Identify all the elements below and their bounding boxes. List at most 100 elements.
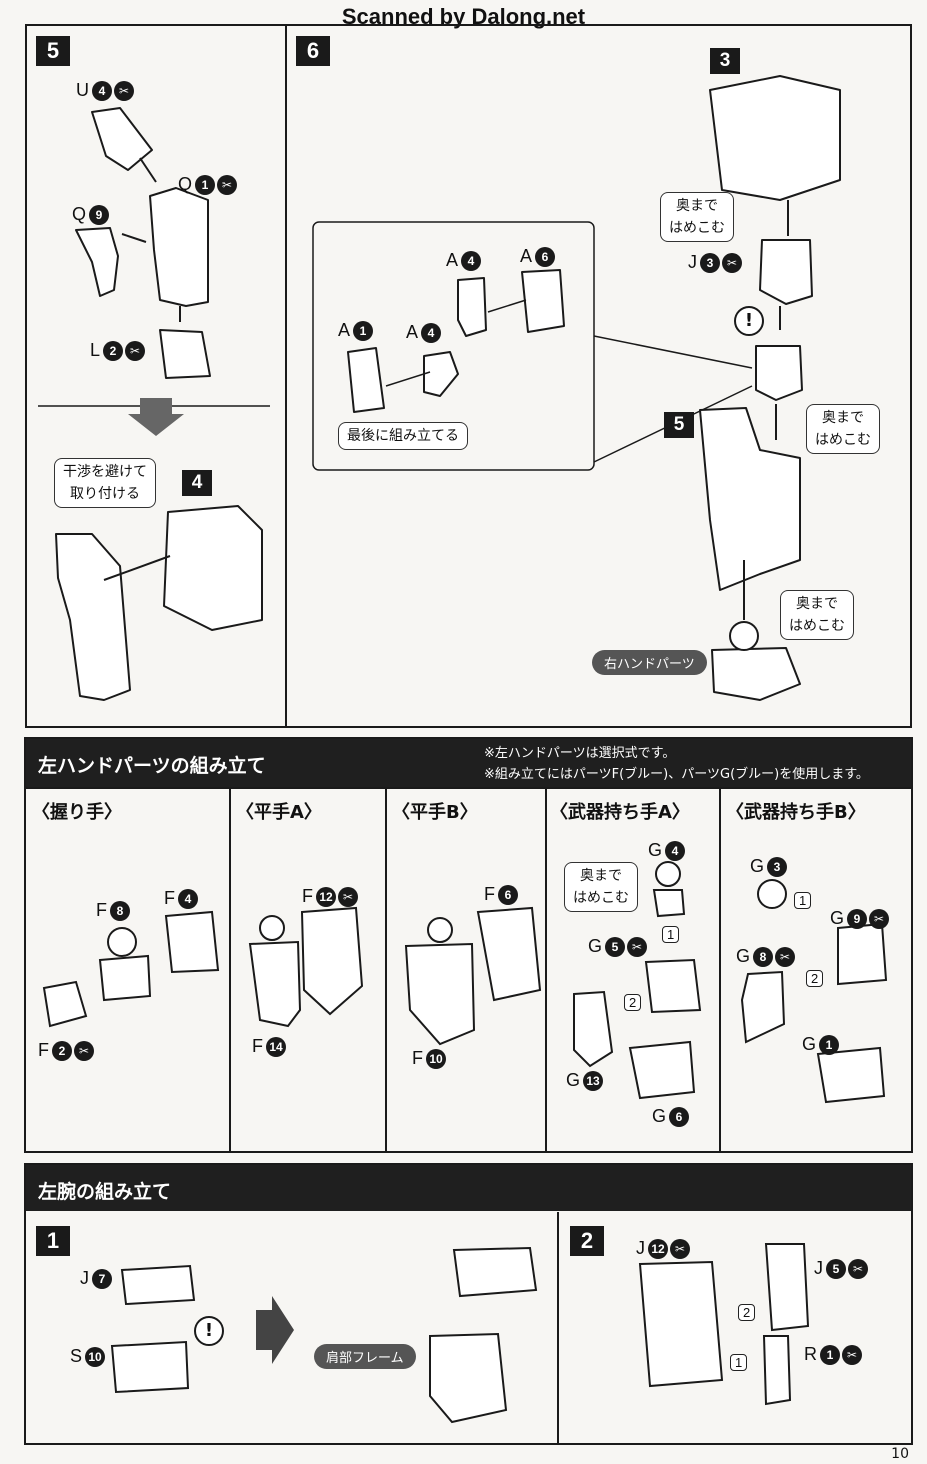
part-number-badge: 8 — [110, 901, 130, 922]
ref-step3: 3 — [710, 48, 740, 74]
label-letter: F — [38, 1040, 49, 1060]
hands-section-title: 左ハンドパーツの組み立て — [38, 755, 266, 777]
nipper-icon: ✂ — [114, 81, 134, 102]
hand-col-header-1: 〈平手A〉 — [236, 802, 322, 823]
callout-push-in-hand: 奥まで はめこむ — [564, 862, 638, 912]
label-letter: G — [648, 840, 663, 860]
step6-number: 6 — [296, 36, 330, 66]
callout-push-in-mid: 奥まで はめこむ — [806, 404, 880, 454]
order-2-weaponA: 2 — [624, 994, 642, 1011]
part-number-badge: 10 — [85, 1347, 106, 1368]
label-letter: A — [406, 322, 419, 342]
hand-col-header-4: 〈武器持ち手B〉 — [726, 802, 866, 823]
order-1-weaponA: 1 — [662, 926, 680, 943]
step6-inset-box — [312, 221, 595, 471]
part-ref4 — [163, 505, 263, 631]
part-joint — [755, 345, 803, 401]
nipper-icon: ✂ — [217, 175, 238, 196]
hand-col-header-3: 〈武器持ち手A〉 — [550, 802, 690, 823]
part-number-badge: 5 — [826, 1259, 846, 1280]
warning-icon: ! — [194, 1316, 224, 1346]
nipper-icon: ✂ — [775, 947, 796, 968]
label-letter: F — [252, 1036, 263, 1056]
part-ref3 — [709, 75, 841, 201]
right-hand-parts-tag: 右ハンドパーツ — [592, 650, 707, 675]
part-number-badge: 12 — [648, 1239, 668, 1260]
part-number-badge: 3 — [767, 857, 788, 878]
label-letter: F — [96, 900, 107, 920]
down-arrow — [128, 398, 184, 436]
ref-step5: 5 — [664, 412, 694, 438]
label-letter: J — [636, 1238, 645, 1258]
part-number-badge: 4 — [178, 889, 198, 910]
callout-avoid-interference: 干渉を避けて 取り付ける — [54, 458, 156, 508]
label-letter: G — [802, 1034, 817, 1054]
part-right-hand — [711, 647, 801, 701]
hand-col-header-2: 〈平手B〉 — [392, 802, 478, 823]
part-number-badge: 5 — [605, 937, 626, 958]
callout-push-in-bottom: 奥まで はめこむ — [780, 590, 854, 640]
hands-note-2: ※組み立てにはパーツF(ブルー)、パーツG(ブルー)を使用します。 — [484, 767, 869, 782]
part-number-badge: 4 — [92, 81, 112, 102]
nipper-icon: ✂ — [670, 1239, 690, 1260]
part-number-badge: 4 — [665, 841, 686, 862]
order-1-weaponB: 1 — [794, 892, 812, 909]
warning-icon: ! — [734, 306, 764, 336]
part-number-badge: 10 — [426, 1049, 446, 1070]
step6-panel — [285, 24, 912, 728]
part-number-badge: 6 — [498, 885, 518, 906]
order-2-arm: 2 — [738, 1304, 756, 1321]
part-l2 — [159, 329, 211, 379]
hand-col-header-0: 〈握り手〉 — [32, 802, 122, 823]
arrow-right — [256, 1296, 294, 1364]
part-arm-assembled — [55, 533, 131, 701]
part-number-badge: 9 — [89, 205, 110, 226]
label-letter: S — [70, 1346, 83, 1366]
arm-section-header: 左腕の組み立て — [26, 1165, 911, 1211]
nipper-icon: ✂ — [338, 887, 358, 908]
step5-number: 5 — [36, 36, 70, 66]
label-letter: J — [814, 1258, 823, 1278]
nipper-icon: ✂ — [842, 1345, 862, 1366]
arm-step1-number: 1 — [36, 1226, 70, 1256]
part-number-badge: 2 — [103, 341, 124, 362]
label-letter: Q — [178, 174, 193, 194]
nipper-icon: ✂ — [722, 253, 742, 274]
label-letter: U — [76, 80, 89, 100]
part-number-badge: 4 — [461, 251, 482, 272]
label-letter: F — [164, 888, 175, 908]
label-letter: G — [830, 908, 845, 928]
nipper-icon: ✂ — [848, 1259, 868, 1280]
order-2-weaponB: 2 — [806, 970, 824, 987]
label-letter: L — [90, 340, 101, 360]
part-u4 — [91, 107, 153, 171]
page-number: 10 — [891, 1446, 909, 1462]
order-1-arm: 1 — [730, 1354, 748, 1371]
arm-section-title: 左腕の組み立て — [38, 1181, 172, 1203]
ref-step4: 4 — [182, 470, 212, 496]
part-number-badge: 1 — [820, 1345, 840, 1366]
nipper-icon: ✂ — [125, 341, 146, 362]
nipper-icon: ✂ — [74, 1041, 94, 1062]
